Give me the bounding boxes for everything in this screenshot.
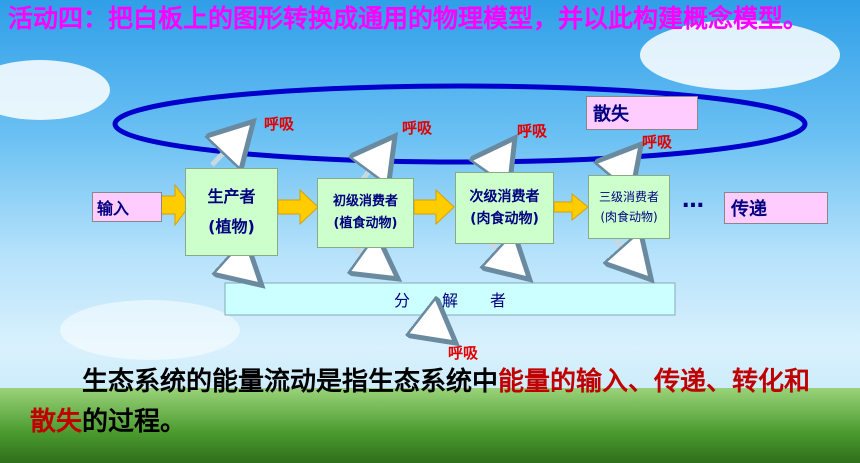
arrow-producer-decomposer [228, 255, 258, 282]
input-label: 输入 [92, 192, 162, 222]
arrow-decomposer-respiration [420, 315, 452, 340]
producer-title: 生产者 [207, 187, 256, 206]
transfer-label: 传递 [724, 192, 828, 224]
secondary-title: 次级消费者 [469, 189, 540, 205]
ground-decoration [0, 388, 860, 463]
tertiary-consumer-node: 三级消费者 (肉食动物) [588, 175, 670, 239]
secondary-subtitle: (肉食动物) [470, 211, 539, 227]
dissipation-ellipse [112, 83, 808, 165]
arrow-respiration-tertiary [618, 148, 638, 172]
arrow-secondary-tertiary [553, 192, 589, 222]
respiration-label: 呼吸 [402, 119, 433, 137]
cloud [640, 20, 840, 90]
decomposer-label: 分 解 者 [393, 291, 506, 310]
ellipsis-marker: … [682, 187, 704, 213]
summary-part2: 的过程。 [82, 407, 187, 437]
tertiary-title: 三级消费者 [598, 190, 659, 204]
dissipation-label: 散失 [586, 96, 698, 130]
primary-consumer-node: 初级消费者 (植食动物) [317, 178, 414, 248]
arrow-secondary-decomposer [490, 243, 526, 276]
summary-text: 生态系统的能量流动是指生态系统中能量的输入、传递、转化和散失的过程。 [30, 362, 830, 442]
slide-title: 活动四：把白板上的图形转换成通用的物理模型，并以此构建概念模型。 [8, 4, 809, 33]
arrow-primary-decomposer [355, 248, 394, 276]
arrow-respiration-producer [212, 125, 250, 165]
respiration-label: 呼吸 [264, 115, 295, 133]
secondary-consumer-node: 次级消费者 (肉食动物) [455, 172, 554, 244]
respiration-label: 呼吸 [517, 122, 548, 140]
respiration-label: 呼吸 [642, 133, 673, 151]
respiration-label: 呼吸 [448, 344, 479, 362]
arrow-tertiary-decomposer [616, 240, 648, 276]
arrow-respiration-secondary [490, 142, 512, 173]
primary-title: 初级消费者 [332, 194, 398, 209]
arrow-producer-primary [277, 188, 319, 226]
summary-highlight: 能量的输入、传递、转化和散失 [30, 367, 811, 437]
producer-subtitle: (植物) [208, 217, 255, 236]
cloud [60, 300, 240, 360]
primary-subtitle: (植食动物) [333, 216, 398, 231]
tertiary-subtitle: (肉食动物) [600, 210, 658, 224]
cloud [0, 60, 110, 120]
summary-part1: 生态系统的能量流动是指生态系统中 [30, 367, 499, 397]
arrow-primary-secondary [413, 188, 455, 226]
arrow-input-producer [159, 183, 191, 227]
producer-node: 生产者 (植物) [185, 168, 278, 256]
